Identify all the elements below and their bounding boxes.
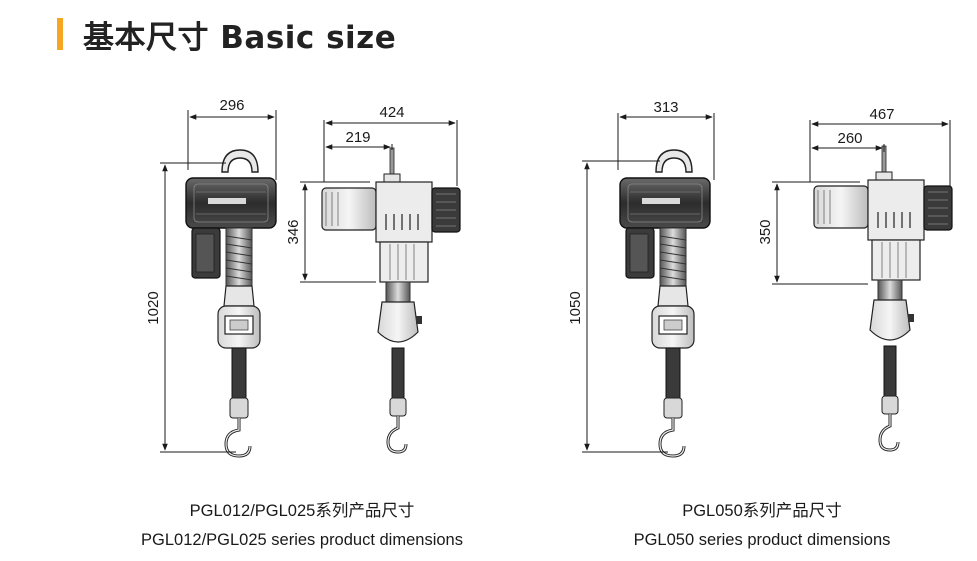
- caption-en: PGL012/PGL025 series product dimensions: [141, 531, 463, 549]
- hoist-front-view-icon: [618, 148, 712, 458]
- dim-width-front: 296: [219, 97, 244, 114]
- caption-cn: PGL012/PGL025系列产品尺寸: [189, 502, 415, 520]
- dim-height-body: 346: [285, 219, 302, 244]
- hoist-side-view-icon: [812, 144, 954, 452]
- hoist-side-view-icon: [320, 146, 462, 454]
- dim-width-total: 424: [379, 104, 404, 121]
- dim-height-total: 1020: [145, 291, 162, 324]
- dim-width-total: 467: [869, 106, 894, 123]
- dim-width-partial: 219: [345, 129, 370, 146]
- dim-height-total: 1050: [567, 291, 584, 324]
- hoist-front-view-icon: [184, 148, 278, 458]
- figure-right: 313 467 260 350 1050: [567, 99, 954, 458]
- caption-right: PGL050系列产品尺寸 PGL050 series product dimen…: [552, 497, 972, 555]
- dim-width-front: 313: [653, 99, 678, 116]
- figure-left: 296 424 219 346 1020: [145, 97, 462, 458]
- caption-en: PGL050 series product dimensions: [633, 531, 891, 549]
- dim-height-body: 350: [757, 219, 774, 244]
- section-title: 基本尺寸 Basic size: [83, 20, 397, 56]
- caption-left: PGL012/PGL025系列产品尺寸 PGL012/PGL025 series…: [92, 497, 512, 555]
- section-accent-bar: [57, 18, 63, 50]
- dimension-drawings: 296 424 219 346 1020 313 467 260: [145, 97, 954, 458]
- dim-width-partial: 260: [837, 130, 862, 147]
- caption-cn: PGL050系列产品尺寸: [682, 502, 842, 520]
